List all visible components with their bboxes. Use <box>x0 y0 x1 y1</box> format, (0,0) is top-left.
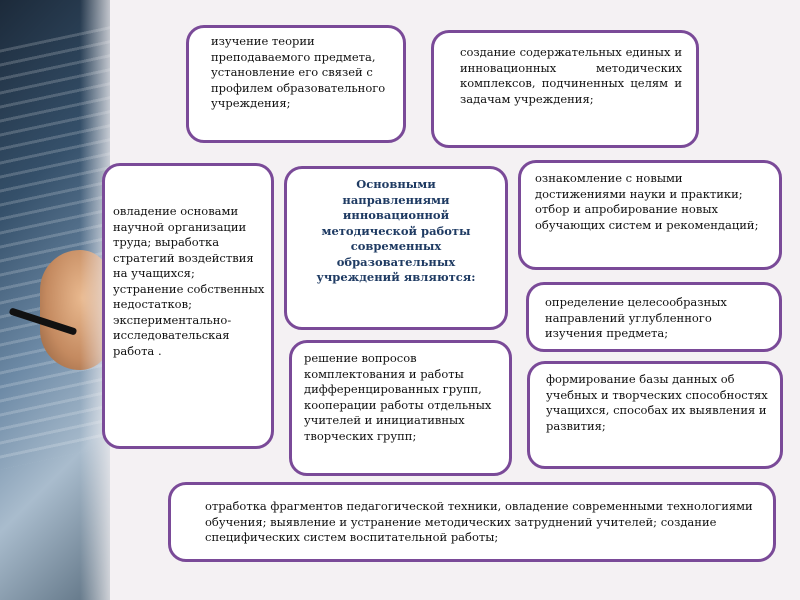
box-techniques: отработка фрагментов педагогической техн… <box>168 482 776 562</box>
box-theory: изучение теории преподаваемого предмета,… <box>186 25 406 143</box>
box-database: формирование базы данных об учебных и тв… <box>527 361 783 469</box>
box-techniques-text: отработка фрагментов педагогической техн… <box>205 499 753 544</box>
box-groups: решение вопросов комплектования и работы… <box>289 340 512 476</box>
box-complexes: создание содержательных единых и инновац… <box>431 30 699 148</box>
box-complexes-text: создание содержательных единых и инновац… <box>460 45 682 106</box>
box-theory-text: изучение теории преподаваемого предмета,… <box>211 34 386 110</box>
box-directions-text: определение целесообразных направлений у… <box>545 295 727 340</box>
box-directions: определение целесообразных направлений у… <box>526 282 782 352</box>
box-science-text: ознакомление с новыми достижениями науки… <box>535 171 759 232</box>
box-center-title: Основными направлениями инновационной ме… <box>284 166 508 330</box>
center-title-text: Основными направлениями инновационной ме… <box>316 177 476 284</box>
box-labor-text: овладение основами научной организации т… <box>113 204 265 358</box>
box-science: ознакомление с новыми достижениями науки… <box>518 160 782 270</box>
box-groups-text: решение вопросов комплектования и работы… <box>304 351 492 443</box>
box-database-text: формирование базы данных об учебных и тв… <box>546 372 768 433</box>
box-labor: овладение основами научной организации т… <box>102 163 274 449</box>
